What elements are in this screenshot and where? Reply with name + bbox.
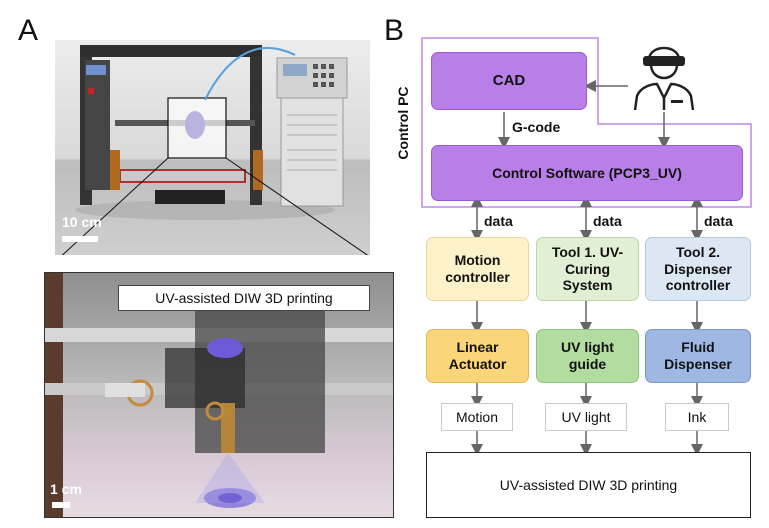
linear-actuator-box: Linear Actuator: [426, 329, 529, 383]
scale-label-top: 10 cm: [62, 214, 102, 230]
data-label-3: data: [704, 213, 733, 229]
cad-box: CAD: [431, 52, 587, 110]
dispenser-controller-box: Tool 2. Dispenser controller: [645, 237, 751, 301]
control-software-box: Control Software (PCP3_UV): [431, 145, 743, 201]
inset-label: UV-assisted DIW 3D printing: [118, 285, 370, 311]
printer-illustration: [43, 45, 393, 273]
user-with-vr-headset-icon: [633, 46, 695, 111]
scale-bar-top: [62, 236, 98, 242]
final-printing-box: UV-assisted DIW 3D printing: [426, 452, 751, 518]
panel-a-letter: A: [18, 14, 39, 47]
data-label-2: data: [593, 213, 622, 229]
panel-b-letter: B: [384, 14, 405, 47]
printhead-illustration: [45, 273, 393, 517]
motion-controller-box: Motion controller: [426, 237, 529, 301]
scale-label-bottom: 1 cm: [50, 481, 82, 497]
scale-bar-bottom: [52, 502, 70, 508]
uv-light-guide-box: UV light guide: [536, 329, 639, 383]
data-label-1: data: [484, 213, 513, 229]
gcode-label: G-code: [512, 119, 561, 135]
printhead-closeup-photo: [44, 272, 394, 518]
ink-output-box: Ink: [665, 403, 729, 431]
uv-curing-system-box: Tool 1. UV-Curing System: [536, 237, 639, 301]
motion-output-box: Motion: [441, 403, 513, 431]
fluid-dispenser-box: Fluid Dispenser: [645, 329, 751, 383]
control-pc-outline: [421, 37, 752, 208]
uv-light-output-box: UV light: [545, 403, 627, 431]
printer-photo: [43, 40, 393, 273]
control-pc-label: Control PC: [395, 86, 411, 160]
